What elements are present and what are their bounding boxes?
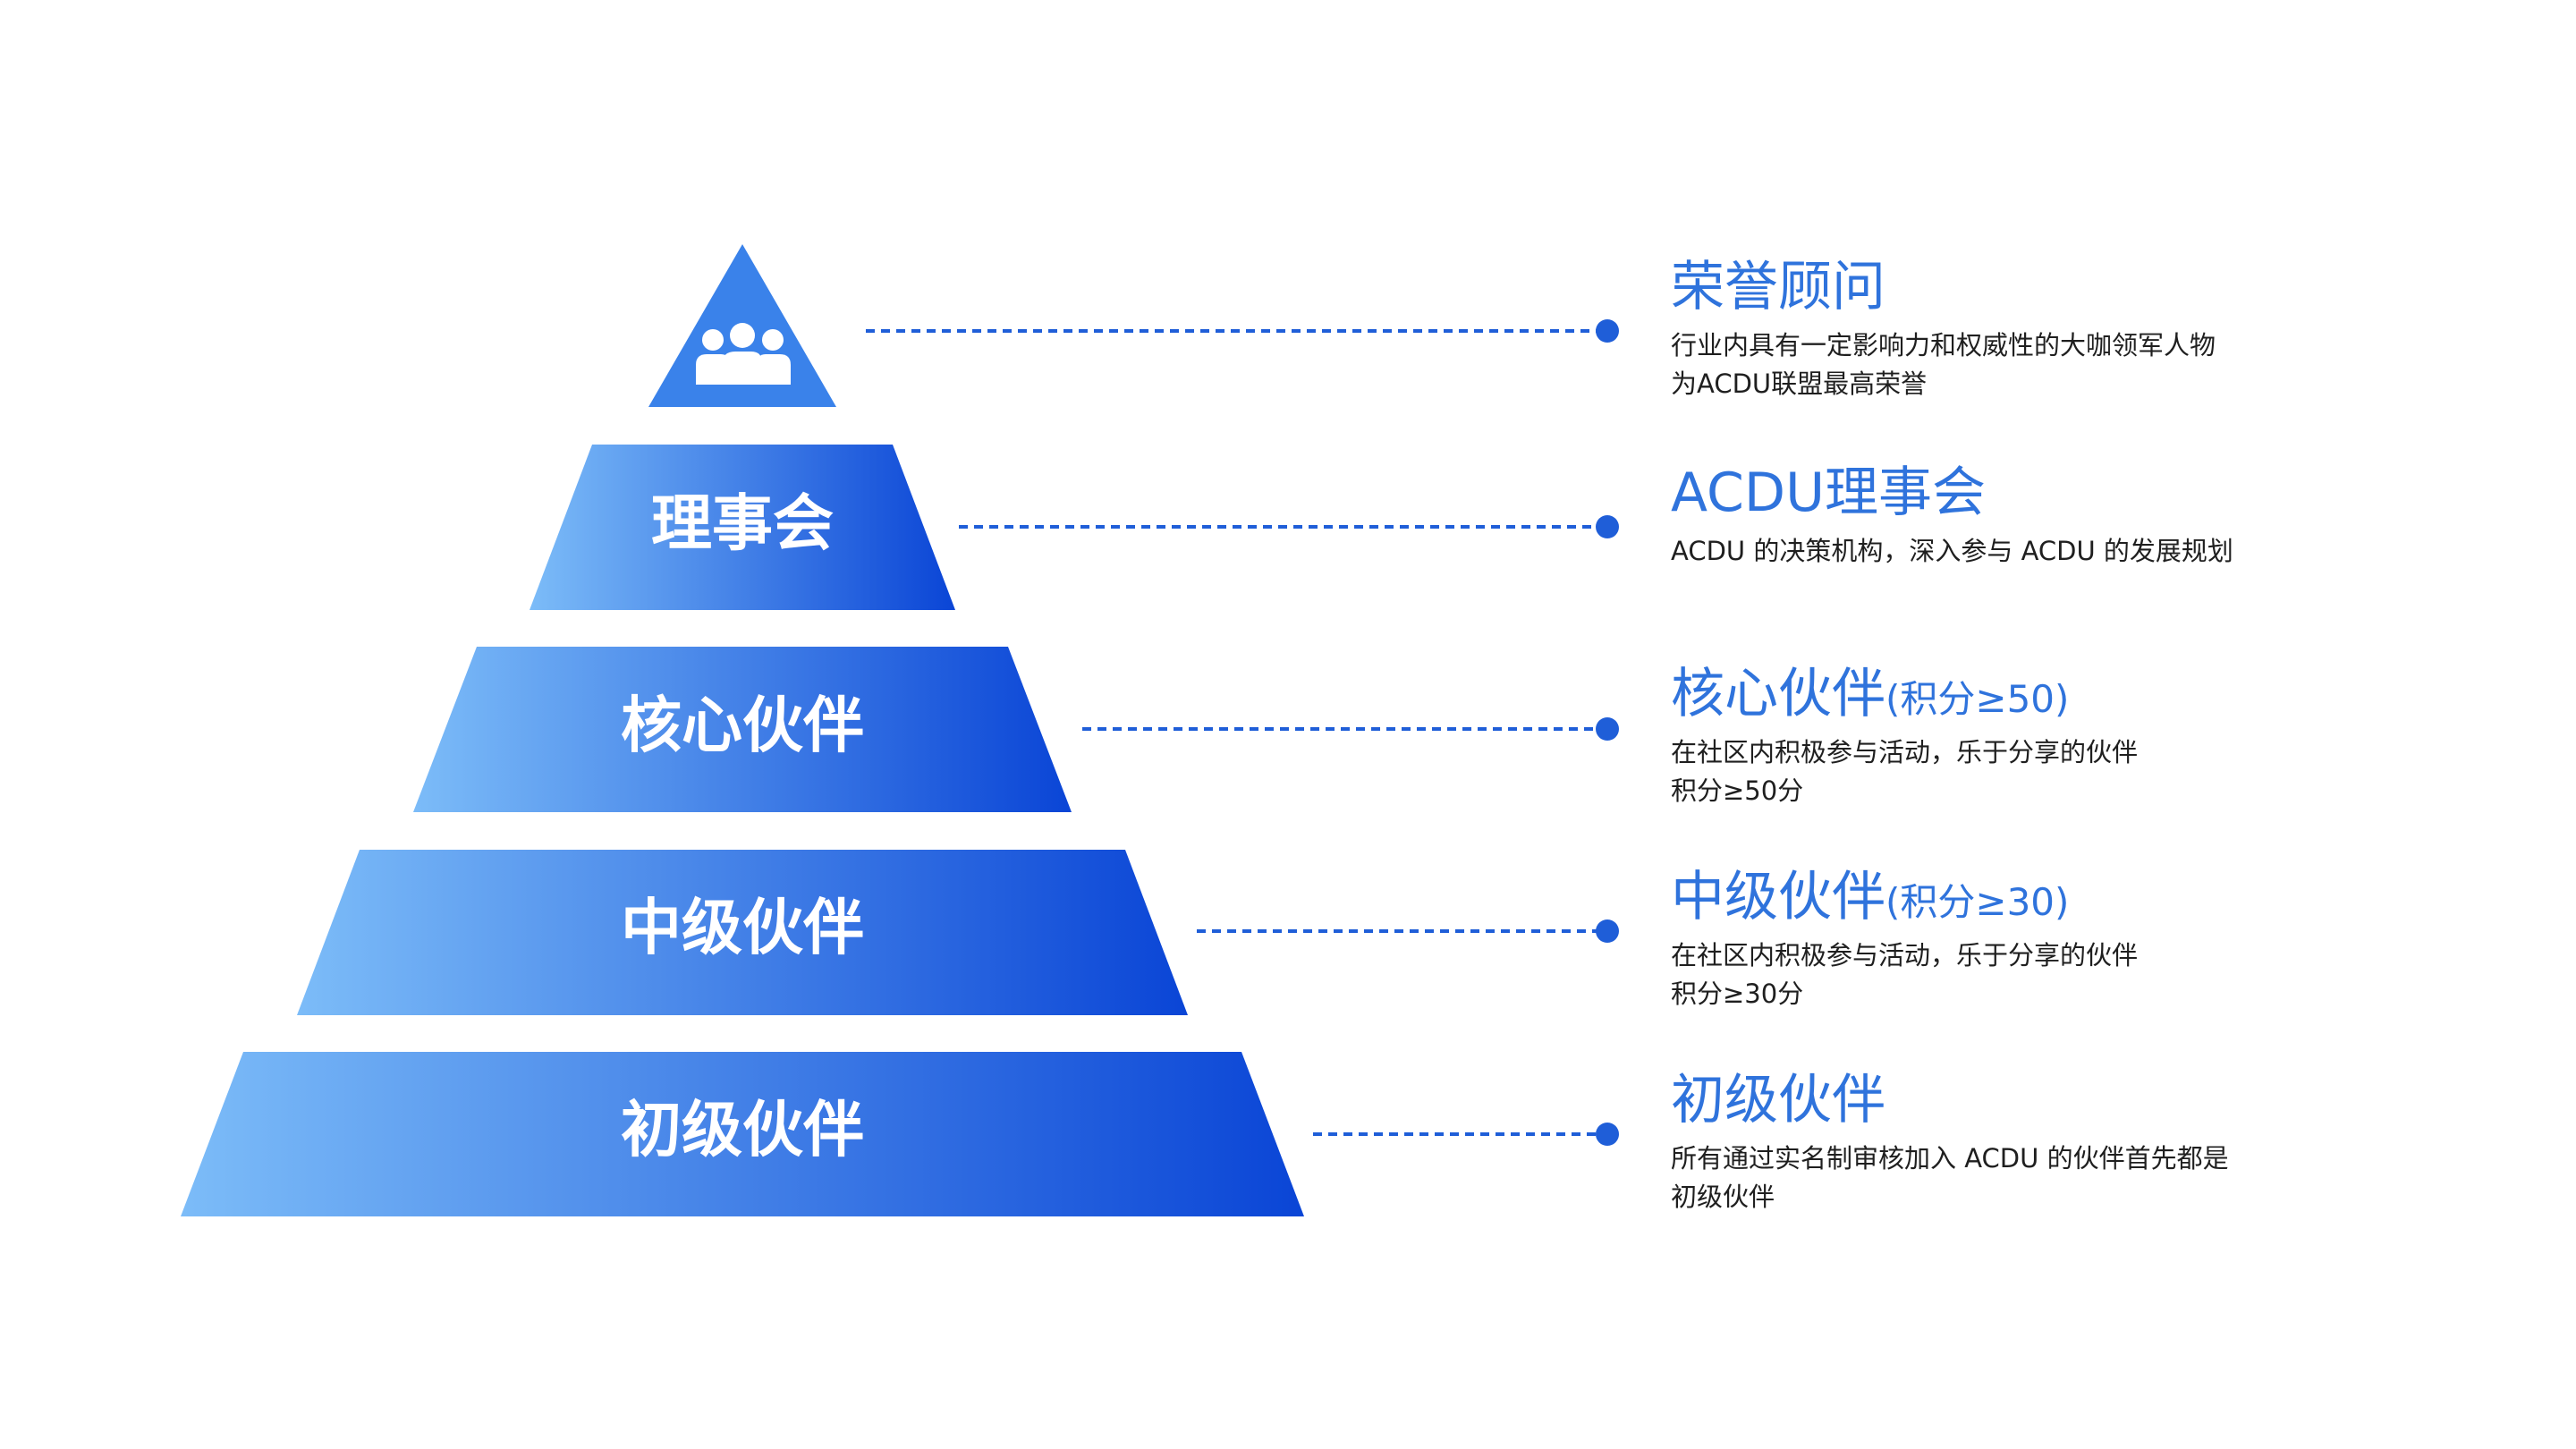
- level-intermediate-partner: 中级伙伴(积分≥30) 在社区内积极参与活动，乐于分享的伙伴 积分≥30分: [1671, 863, 2476, 1013]
- level-desc-line: 所有通过实名制审核加入 ACDU 的伙伴首先都是: [1671, 1143, 2229, 1174]
- level-title: 中级伙伴(积分≥30): [1671, 863, 2476, 936]
- level-desc-line: 为ACDU联盟最高荣誉: [1671, 369, 1928, 399]
- pyramid-tier-council: [530, 445, 955, 610]
- level-honorary-advisor: 荣誉顾问 行业内具有一定影响力和权威性的大咖领军人物 为ACDU联盟最高荣誉: [1671, 253, 2476, 403]
- level-score: (积分≥50): [1885, 677, 2070, 721]
- connector-dot-council: [1596, 515, 1619, 538]
- tier-label-intermediate: 中级伙伴: [621, 894, 864, 964]
- level-title-text: 初级伙伴: [1671, 1069, 1885, 1131]
- level-junior-partner: 初级伙伴 所有通过实名制审核加入 ACDU 的伙伴首先都是 初级伙伴: [1671, 1066, 2476, 1216]
- pyramid-tier-junior: [181, 1052, 1304, 1216]
- level-core-partner: 核心伙伴(积分≥50) 在社区内积极参与活动，乐于分享的伙伴 积分≥50分: [1671, 660, 2476, 810]
- level-title: 荣誉顾问: [1671, 253, 2476, 326]
- level-desc-line: 行业内具有一定影响力和权威性的大咖领军人物: [1671, 330, 2216, 360]
- level-title-text: ACDU理事会: [1671, 462, 1987, 524]
- connector-dot-junior: [1596, 1123, 1619, 1146]
- level-desc-line: 初级伙伴: [1671, 1182, 1775, 1212]
- level-score: (积分≥30): [1885, 880, 2070, 924]
- level-title-text: 核心伙伴: [1671, 663, 1885, 725]
- level-title-text: 中级伙伴: [1671, 866, 1885, 928]
- connector-lines: [866, 329, 1597, 1136]
- pyramid-tier-intermediate: [297, 850, 1188, 1015]
- level-title: 初级伙伴: [1671, 1066, 2476, 1140]
- people-group-icon: [696, 323, 791, 385]
- level-council: ACDU理事会 ACDU 的决策机构，深入参与 ACDU 的发展规划: [1671, 459, 2476, 571]
- connector-dot-honorary: [1596, 319, 1619, 343]
- level-desc-line: ACDU 的决策机构，深入参与 ACDU 的发展规划: [1671, 536, 2233, 566]
- connector-dots: [1596, 319, 1619, 1146]
- level-desc-line: 在社区内积极参与活动，乐于分享的伙伴: [1671, 940, 2139, 970]
- tier-label-junior: 初级伙伴: [621, 1096, 864, 1166]
- level-title-text: 荣誉顾问: [1671, 256, 1885, 318]
- level-desc-line: 在社区内积极参与活动，乐于分享的伙伴: [1671, 737, 2139, 767]
- level-title: ACDU理事会: [1671, 459, 2476, 532]
- level-title: 核心伙伴(积分≥50): [1671, 660, 2476, 733]
- connector-dot-intermediate: [1596, 919, 1619, 943]
- level-desc-line: 积分≥30分: [1671, 979, 1804, 1009]
- pyramid-tier-core: [413, 647, 1072, 812]
- tier-label-council: 理事会: [651, 489, 834, 560]
- connector-dot-core: [1596, 717, 1619, 741]
- level-desc-line: 积分≥50分: [1671, 775, 1804, 806]
- tier-label-core: 核心伙伴: [621, 691, 864, 762]
